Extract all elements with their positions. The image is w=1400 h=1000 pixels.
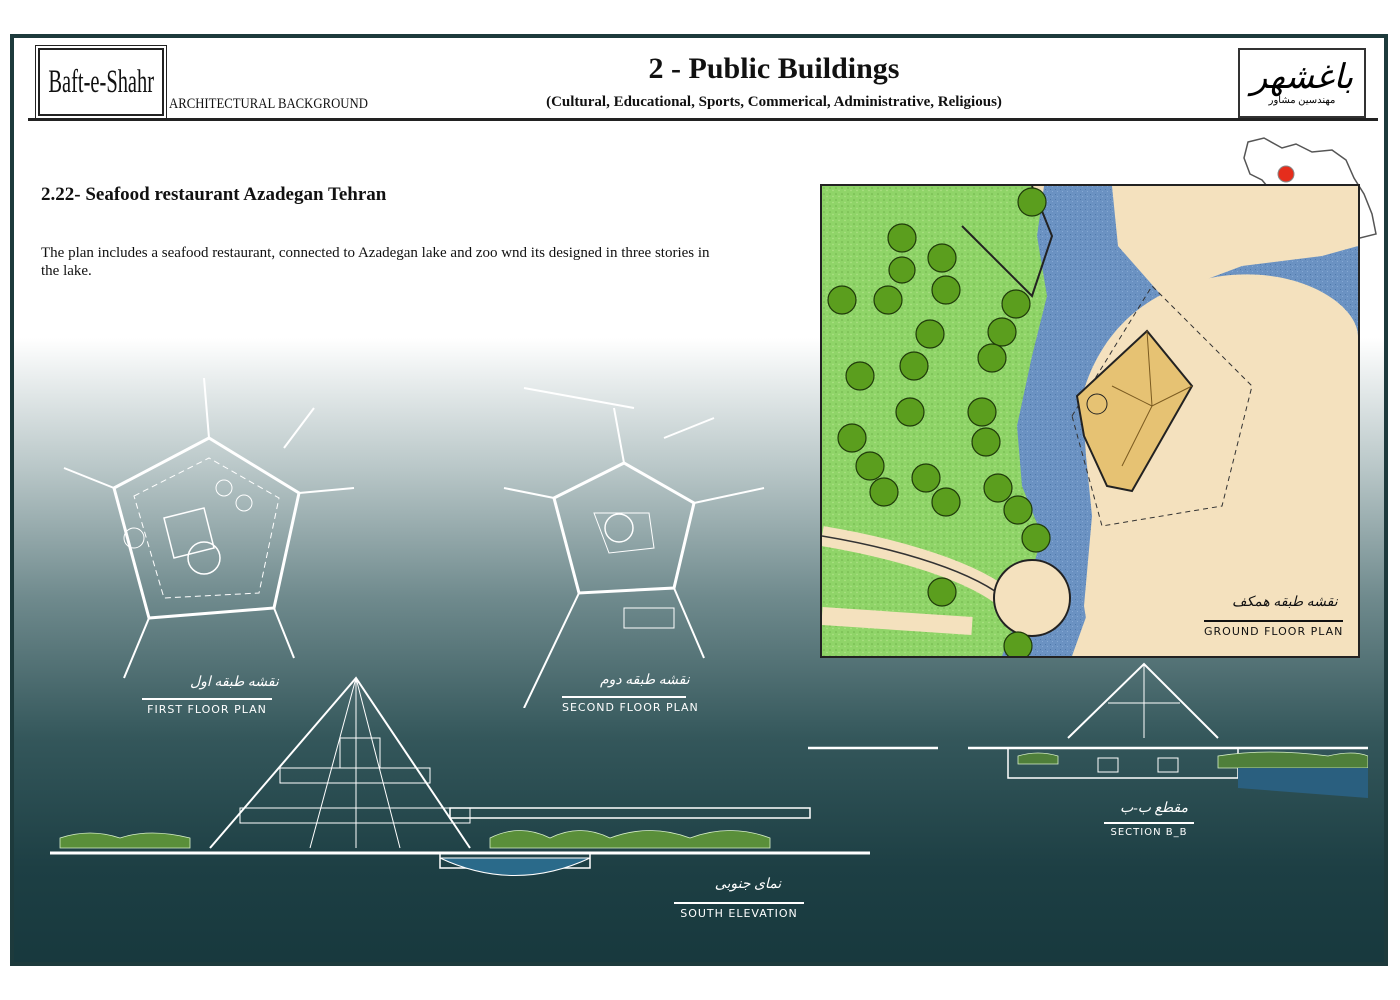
ground-floor-label: GROUND FLOOR PLAN xyxy=(1204,620,1344,638)
first-floor-plan-drawing xyxy=(63,378,355,679)
first-floor-farsi-label: نقشه طبقه اول xyxy=(190,675,279,690)
south-elevation-label: SOUTH ELEVATION xyxy=(674,902,804,920)
brand-logo-box: Baft-e-Shahr xyxy=(35,45,167,119)
brand-name: Baft-e-Shahr xyxy=(48,63,154,100)
firm-logo: باغشهر مهندسین مشاور xyxy=(1238,48,1366,118)
section-label: SECTION B_B xyxy=(1104,822,1194,838)
section-bb-drawing xyxy=(808,662,1368,798)
ground-floor-farsi-label: نقشه طبقه همکف xyxy=(1232,595,1338,610)
project-heading: 2.22- Seafood restaurant Azadegan Tehran xyxy=(41,184,387,205)
brand-subtitle: ARCHITECTURAL BACKGROUND xyxy=(169,96,368,112)
section-farsi-label: مقطع ب-ب xyxy=(1119,801,1189,816)
site-plan-drawing xyxy=(822,186,1358,656)
firm-logo-subtext: مهندسین مشاور xyxy=(1268,94,1336,106)
south-elevation-farsi-label: نمای جنوبی xyxy=(714,877,782,892)
second-floor-plan-drawing xyxy=(503,387,765,708)
project-description: The plan includes a seafood restaurant, … xyxy=(41,245,710,279)
first-floor-label: FIRST FLOOR PLAN xyxy=(142,698,272,716)
firm-logo-script: باغشهر xyxy=(1250,58,1354,96)
location-marker xyxy=(1277,165,1295,183)
second-floor-label: SECOND FLOOR PLAN xyxy=(562,696,698,714)
ground-floor-site-plan: نقشه طبقه همکف GROUND FLOOR PLAN xyxy=(820,184,1360,658)
trees xyxy=(827,187,1051,656)
south-elevation-drawing xyxy=(50,676,870,876)
second-floor-farsi-label: نقشه طبقه دوم xyxy=(600,673,690,688)
sheet: Baft-e-Shahr ARCHITECTURAL BACKGROUND 2 … xyxy=(10,34,1388,966)
page-subtitle: (Cultural, Educational, Sports, Commeric… xyxy=(546,94,1002,110)
header-divider xyxy=(28,118,1378,121)
page-title: 2 - Public Buildings xyxy=(648,52,900,85)
